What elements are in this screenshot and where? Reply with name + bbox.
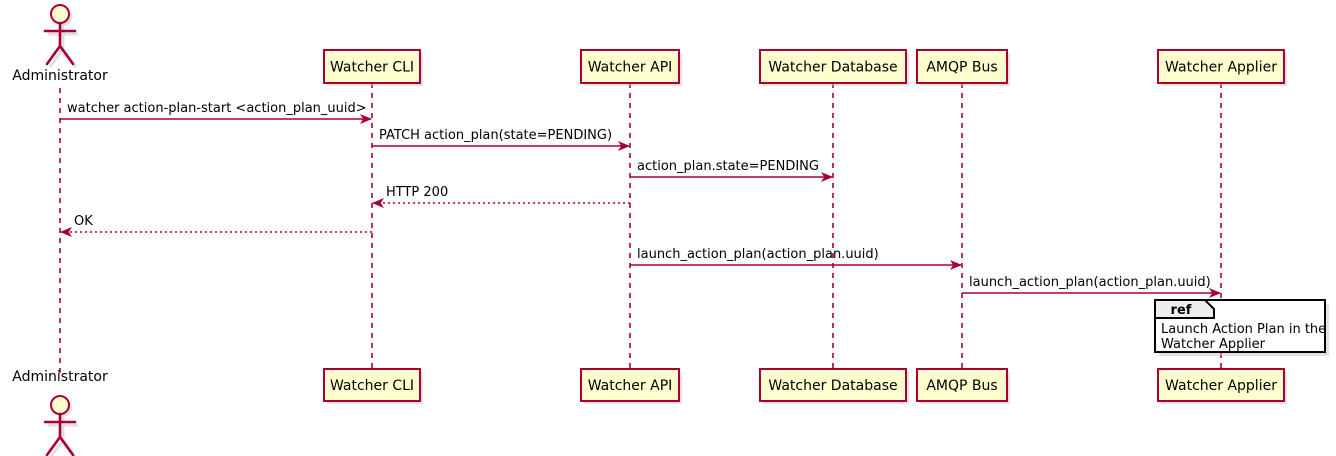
message-label: HTTP 200 <box>386 185 448 200</box>
lifelines-group <box>59 83 1222 374</box>
participant-label-watcher-applier: Watcher Applier <box>1165 378 1277 394</box>
message-label: launch_action_plan(action_plan.uuid) <box>637 247 879 262</box>
ref-tab-label: ref <box>1171 303 1192 318</box>
participant-box-watcher-applier-bottom[interactable]: Watcher Applier <box>1157 368 1287 404</box>
participant-label-watcher-database: Watcher Database <box>768 378 897 394</box>
message-label: OK <box>74 214 93 229</box>
message-msg-6[interactable]: launch_action_plan(action_plan.uuid) <box>630 247 962 270</box>
actor-label-administrator: Administrator <box>12 68 108 84</box>
participant-label-watcher-cli: Watcher CLI <box>330 60 414 76</box>
box-body <box>759 368 907 402</box>
ref-tab <box>1154 299 1215 319</box>
message-label: action_plan.state=PENDING <box>637 159 819 174</box>
message-msg-4[interactable]: HTTP 200 <box>372 185 630 208</box>
messages-group: watcher action-plan-start <action_plan_u… <box>60 101 1221 298</box>
participant-box-watcher-database-bottom[interactable]: Watcher Database <box>759 368 909 404</box>
actor-head <box>50 395 70 415</box>
participant-box-watcher-cli-top[interactable]: Watcher CLI <box>323 49 423 86</box>
actor-administrator-top[interactable]: Administrator <box>12 4 108 84</box>
actor-body <box>43 21 77 66</box>
participant-label-watcher-api: Watcher API <box>588 60 673 76</box>
box-body <box>1157 368 1285 402</box>
actor-administrator-bottom[interactable]: Administrator <box>12 369 108 456</box>
box-body <box>916 49 1008 84</box>
participant-label-watcher-cli: Watcher CLI <box>330 378 414 394</box>
ref-body-line-0: Launch Action Plan in the <box>1161 322 1326 337</box>
participant-box-watcher-api-top[interactable]: Watcher API <box>580 49 682 86</box>
participant-box-watcher-api-bottom[interactable]: Watcher API <box>580 368 682 404</box>
participant-label-watcher-applier: Watcher Applier <box>1165 60 1277 76</box>
participant-label-amqp-bus: AMQP Bus <box>926 60 997 76</box>
box-body <box>580 49 680 84</box>
box-body <box>759 49 907 84</box>
actor-head <box>50 4 70 24</box>
participant-box-amqp-bus-top[interactable]: AMQP Bus <box>916 49 1010 86</box>
message-label: PATCH action_plan(state=PENDING) <box>379 128 612 143</box>
participant-label-watcher-api: Watcher API <box>588 378 673 394</box>
actor-body <box>43 412 77 456</box>
message-msg-7[interactable]: launch_action_plan(action_plan.uuid) <box>962 275 1221 298</box>
participant-box-watcher-cli-bottom[interactable]: Watcher CLI <box>323 368 423 404</box>
participant-box-watcher-database-top[interactable]: Watcher Database <box>759 49 909 86</box>
actor-label-administrator: Administrator <box>12 369 108 385</box>
box-body <box>323 368 421 402</box>
box-body <box>1157 49 1285 84</box>
participant-label-watcher-database: Watcher Database <box>768 60 897 76</box>
message-msg-3[interactable]: action_plan.state=PENDING <box>630 159 833 182</box>
message-msg-1[interactable]: watcher action-plan-start <action_plan_u… <box>60 101 372 124</box>
message-msg-2[interactable]: PATCH action_plan(state=PENDING) <box>372 128 630 151</box>
message-label: watcher action-plan-start <action_plan_u… <box>67 101 367 116</box>
message-label: launch_action_plan(action_plan.uuid) <box>969 275 1211 290</box>
participant-box-watcher-applier-top[interactable]: Watcher Applier <box>1157 49 1287 86</box>
box-body <box>323 49 421 84</box>
participant-boxes-group: Watcher CLI Watcher CLI Watcher API Watcher… <box>323 49 1287 404</box>
message-msg-5[interactable]: OK <box>60 214 372 237</box>
box-body <box>916 368 1008 402</box>
ref-body-line-1: Watcher Applier <box>1161 337 1266 352</box>
participant-box-amqp-bus-bottom[interactable]: AMQP Bus <box>916 368 1010 404</box>
box-body <box>580 368 680 402</box>
participant-label-amqp-bus: AMQP Bus <box>926 378 997 394</box>
